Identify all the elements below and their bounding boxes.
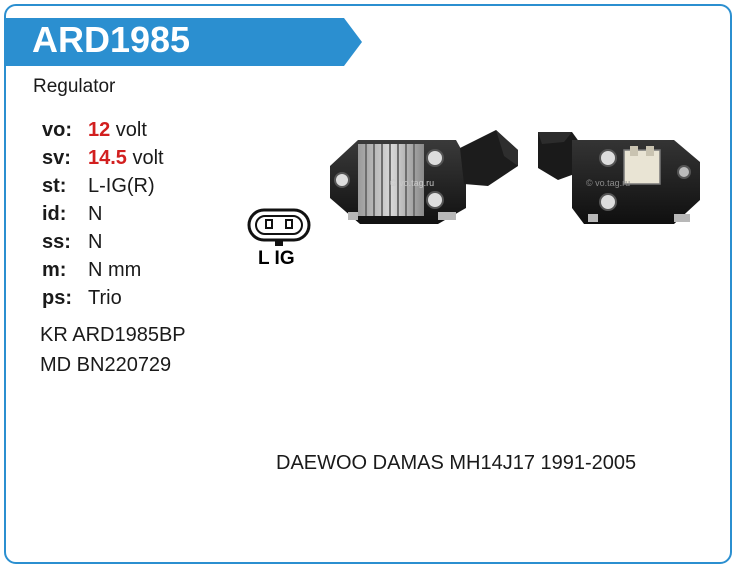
spec-key: sv: [42, 147, 71, 169]
spec-key: ss: [42, 231, 71, 253]
cross-reference-item: MD BN220729 [40, 354, 172, 376]
spec-key: st: [42, 175, 67, 197]
spec-value: N [88, 231, 103, 253]
spec-row-sv: sv: 14.5 volt [42, 144, 164, 172]
product-card [4, 4, 732, 564]
vehicle-application: DAEWOO DAMAS MH14J17 1991-2005 [276, 452, 637, 474]
spec-value: L-IG(R) [88, 175, 155, 197]
photo-watermark: © vo.tag.ru [586, 178, 630, 188]
spec-row-ps: ps: Trio [42, 284, 164, 312]
photo-watermark: © vo.tag.ru [390, 178, 434, 188]
spec-value: N [88, 203, 103, 225]
spec-key: ps: [42, 287, 72, 309]
spec-value: Trio [88, 287, 122, 309]
spec-key: id: [42, 203, 67, 225]
spec-row-vo: vo: 12 volt [42, 116, 164, 144]
spec-row-id: id: N [42, 200, 164, 228]
plug-connector-icon [247, 208, 311, 246]
spec-value: N mm [88, 259, 142, 281]
regulator-photo-front: © vo.tag.ru [330, 130, 518, 224]
regulator-photo-back: © vo.tag.ru [538, 132, 700, 224]
title-banner [4, 18, 364, 66]
spec-row-st: st: L-IG(R) [42, 172, 164, 200]
spec-unit: volt [126, 147, 164, 169]
spec-list: vo: 12 volt sv: 14.5 volt st: L-IG(R) id: N … [42, 116, 164, 312]
connector-terminal-label: L IG [258, 248, 295, 269]
part-number-title: ARD1985 [32, 19, 191, 60]
spec-key: vo: [42, 119, 72, 141]
spec-unit: volt [110, 119, 147, 141]
product-type: Regulator [33, 76, 116, 97]
cross-reference-list: KR ARD1985BP MD BN220729 [40, 320, 186, 380]
spec-row-ss: ss: N [42, 228, 164, 256]
spec-row-m: m: N mm [42, 256, 164, 284]
title-banner-shape [4, 18, 362, 66]
spec-value: 14.5 [88, 147, 127, 169]
spec-key: m: [42, 259, 67, 281]
cross-reference-item: KR ARD1985BP [40, 324, 186, 346]
spec-value: 12 [88, 119, 111, 141]
